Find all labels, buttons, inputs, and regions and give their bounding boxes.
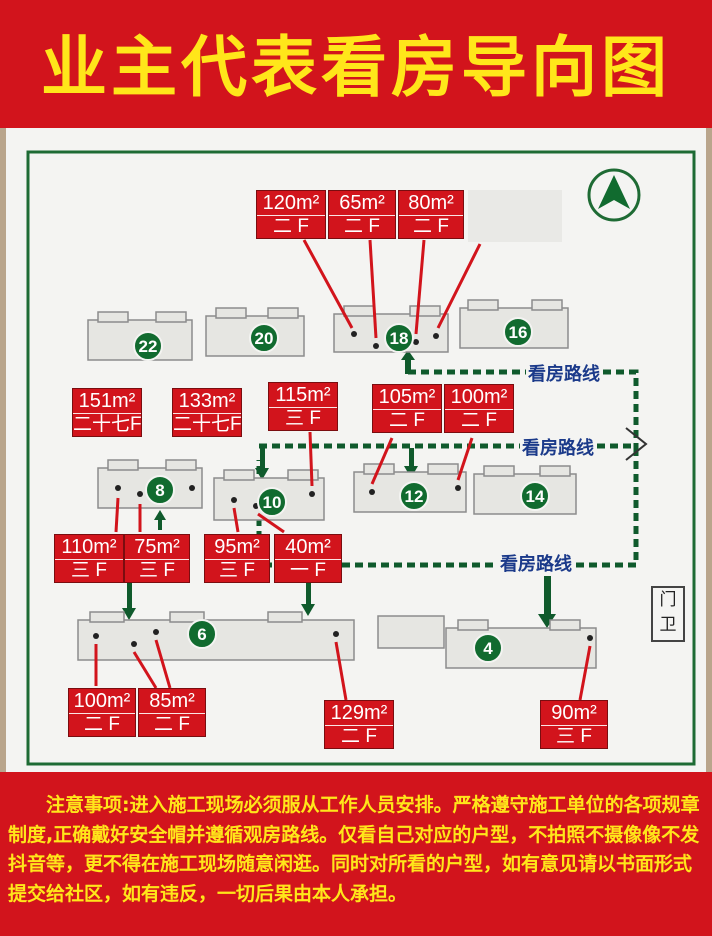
route-label-3: 看房路线 xyxy=(498,550,574,576)
building-number-12: 12 xyxy=(405,487,424,506)
building-number-22: 22 xyxy=(139,337,158,356)
blurred-patch xyxy=(468,190,562,242)
building-number-20: 20 xyxy=(255,329,274,348)
title-banner xyxy=(0,0,712,128)
building-number-4: 4 xyxy=(483,639,493,658)
site-map-drawing: 22 20 18 16 8 10 12 14 6 4 xyxy=(26,150,696,766)
site-boundary xyxy=(26,150,696,766)
gate-bracket xyxy=(625,427,648,461)
building-number-16: 16 xyxy=(509,323,528,342)
building-number-6: 6 xyxy=(197,625,206,644)
north-arrow-icon xyxy=(587,168,641,222)
notice-banner xyxy=(0,772,712,936)
building-number-14: 14 xyxy=(526,487,545,506)
route-label-2: 看房路线 xyxy=(520,434,596,460)
building-badges xyxy=(133,317,550,663)
building-number-18: 18 xyxy=(390,329,409,348)
building-number-8: 8 xyxy=(155,481,164,500)
unit-leader-lines xyxy=(94,239,592,701)
sign-title: 业主代表看房导向图 xyxy=(41,29,671,106)
unit-markers xyxy=(93,331,593,647)
site-map: 22 20 18 16 8 10 12 14 6 4 看房路线 看房路线 看房路… xyxy=(6,128,706,772)
building-number-10: 10 xyxy=(263,493,282,512)
notice-text: 注意事项:进入施工现场必须服从工作人员安排。严格遵守施工单位的各项规章制度,正确… xyxy=(8,794,700,905)
route-label-1: 看房路线 xyxy=(526,360,602,386)
gate-house: 门卫 xyxy=(651,586,685,642)
